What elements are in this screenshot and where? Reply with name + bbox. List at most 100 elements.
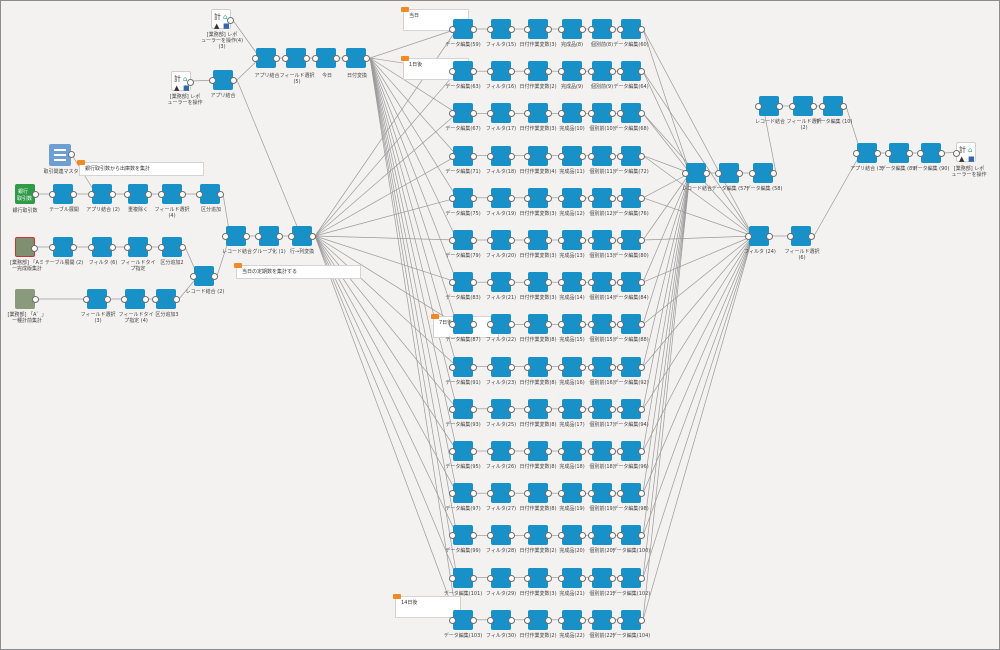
- edit-icon[interactable]: [558, 525, 586, 546]
- filter-icon[interactable]: [88, 237, 116, 257]
- edit-icon[interactable]: [617, 272, 645, 293]
- edit-icon[interactable]: [558, 567, 586, 588]
- edit-icon[interactable]: [617, 61, 645, 82]
- bank-data-icon[interactable]: 銀行取引数: [15, 184, 39, 204]
- category-add-icon[interactable]: [196, 184, 224, 204]
- variable-icon[interactable]: [524, 356, 552, 377]
- edit-icon[interactable]: [588, 187, 616, 208]
- variable-icon[interactable]: [524, 567, 552, 588]
- edit-icon[interactable]: [449, 567, 477, 588]
- join-icon[interactable]: [209, 70, 237, 90]
- variable-icon[interactable]: [524, 145, 552, 166]
- edit-icon[interactable]: [449, 19, 477, 39]
- edit-icon[interactable]: [449, 187, 477, 208]
- variable-icon[interactable]: [524, 230, 552, 250]
- filter-icon[interactable]: [487, 272, 515, 293]
- edit-icon[interactable]: [558, 314, 586, 335]
- filter-icon[interactable]: [487, 230, 515, 250]
- edit-icon[interactable]: [588, 483, 616, 504]
- variable-icon[interactable]: [524, 19, 552, 39]
- edit-icon[interactable]: [617, 609, 645, 630]
- edit-icon[interactable]: [617, 103, 645, 124]
- filter-icon[interactable]: [487, 356, 515, 377]
- table-expand-icon[interactable]: [49, 237, 77, 257]
- edit-icon[interactable]: [449, 61, 477, 82]
- variable-icon[interactable]: [524, 398, 552, 419]
- edit-icon[interactable]: [917, 143, 945, 163]
- edit-icon[interactable]: [449, 398, 477, 419]
- edit-icon[interactable]: [617, 483, 645, 504]
- edit-icon[interactable]: [588, 609, 616, 630]
- edit-icon[interactable]: [449, 483, 477, 504]
- edit-icon[interactable]: [617, 398, 645, 419]
- join-icon[interactable]: [88, 184, 116, 204]
- edit-icon[interactable]: [617, 19, 645, 39]
- table-icon[interactable]: [787, 226, 815, 246]
- edit-icon[interactable]: [449, 525, 477, 546]
- edit-icon[interactable]: [558, 145, 586, 166]
- variable-icon[interactable]: [524, 441, 552, 461]
- filter-icon[interactable]: [487, 145, 515, 166]
- filter-icon[interactable]: [124, 184, 152, 204]
- category-add-icon[interactable]: [158, 237, 186, 257]
- filter-icon[interactable]: [487, 187, 515, 208]
- edit-icon[interactable]: [885, 143, 913, 163]
- edit-icon[interactable]: [617, 567, 645, 588]
- group-icon[interactable]: [255, 226, 283, 246]
- filter-icon[interactable]: [487, 19, 515, 39]
- edit-icon[interactable]: [588, 441, 616, 461]
- filter-icon[interactable]: [487, 525, 515, 546]
- field-type-icon[interactable]: [121, 289, 149, 309]
- edit-icon[interactable]: [617, 525, 645, 546]
- edit-icon[interactable]: [449, 441, 477, 461]
- filter-icon[interactable]: [487, 441, 515, 461]
- edit-icon[interactable]: [749, 163, 777, 183]
- edit-icon[interactable]: [588, 61, 616, 82]
- edit-icon[interactable]: [449, 314, 477, 335]
- filter-icon[interactable]: [487, 398, 515, 419]
- variable-icon[interactable]: [524, 609, 552, 630]
- filter-icon[interactable]: [487, 483, 515, 504]
- pivot-icon[interactable]: [288, 226, 316, 246]
- photo-source-icon[interactable]: [15, 237, 38, 257]
- edit-icon[interactable]: [558, 398, 586, 419]
- edit-icon[interactable]: [588, 19, 616, 39]
- edit-icon[interactable]: [617, 441, 645, 461]
- variable-icon[interactable]: [524, 525, 552, 546]
- edit-icon[interactable]: [617, 314, 645, 335]
- variable-icon[interactable]: [524, 314, 552, 335]
- variable-icon[interactable]: [524, 187, 552, 208]
- edit-icon[interactable]: [312, 48, 340, 68]
- table-icon[interactable]: [83, 289, 111, 309]
- date-convert-icon[interactable]: [342, 48, 370, 68]
- record-join-icon[interactable]: [755, 96, 783, 116]
- edit-icon[interactable]: [558, 230, 586, 250]
- edit-icon[interactable]: [558, 441, 586, 461]
- edit-icon[interactable]: [449, 609, 477, 630]
- note[interactable]: 銀行取引数から出庫数を集計: [77, 160, 204, 176]
- table-expand-icon[interactable]: [49, 184, 77, 204]
- table-icon[interactable]: [282, 48, 310, 68]
- edit-icon[interactable]: [617, 356, 645, 377]
- variable-icon[interactable]: [524, 61, 552, 82]
- filter-icon[interactable]: [487, 314, 515, 335]
- category-add-icon[interactable]: [152, 289, 180, 309]
- scheduler-output-icon[interactable]: 計⌂▲■: [953, 142, 976, 163]
- edit-icon[interactable]: [588, 525, 616, 546]
- edit-icon[interactable]: [558, 609, 586, 630]
- note[interactable]: 当日の定期数を集計する: [234, 263, 361, 279]
- table-icon[interactable]: [158, 184, 186, 204]
- edit-icon[interactable]: [558, 272, 586, 293]
- master-data-icon[interactable]: [49, 144, 75, 166]
- edit-icon[interactable]: [588, 398, 616, 419]
- note[interactable]: 14日後: [393, 594, 461, 618]
- edit-icon[interactable]: [588, 272, 616, 293]
- record-join-icon[interactable]: [222, 226, 250, 246]
- edit-icon[interactable]: [617, 187, 645, 208]
- edit-icon[interactable]: [449, 356, 477, 377]
- edit-icon[interactable]: [449, 272, 477, 293]
- edit-icon[interactable]: [617, 145, 645, 166]
- edit-icon[interactable]: [617, 230, 645, 250]
- edit-icon[interactable]: [588, 314, 616, 335]
